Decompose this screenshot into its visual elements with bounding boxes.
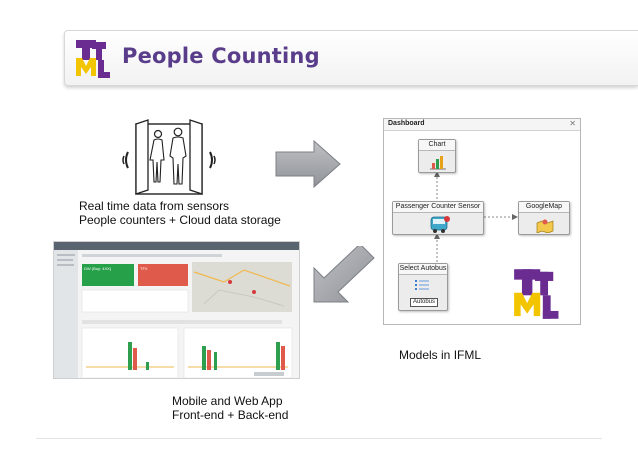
caption-sensors-line2: People counters + Cloud data storage	[79, 213, 281, 227]
chart-node-label: Chart	[419, 140, 455, 151]
tile-green-label: DW (Buy: 4XX)	[84, 266, 112, 271]
passenger-counter-sensor-node[interactable]: Passenger Counter Sensor	[392, 201, 484, 235]
sensor-node-label: Passenger Counter Sensor	[393, 202, 483, 213]
select-autobus-node[interactable]: Select Autobus Autobus	[398, 263, 448, 311]
webapp-screenshot: DW (Buy: 4XX) TFX	[53, 241, 300, 379]
arrow-right-icon	[275, 139, 341, 189]
map-node-label: GoogleMap	[519, 202, 569, 213]
map-icon	[536, 219, 554, 233]
chart-node[interactable]: Chart	[418, 139, 456, 173]
list-icon	[415, 280, 429, 290]
autobus-item[interactable]: Autobus	[410, 298, 438, 307]
dashboard-header: Dashboard ✕	[384, 119, 580, 131]
ifml-logo-large-icon	[514, 269, 559, 319]
tile-red-label: TFX	[140, 266, 148, 271]
page-title: People Counting	[122, 44, 320, 68]
webapp-mockup-graphic	[54, 242, 299, 378]
caption-app-line1: Mobile and Web App	[172, 394, 283, 408]
close-icon[interactable]: ✕	[569, 119, 576, 128]
caption-models: Models in IFML	[399, 348, 482, 362]
caption-app-line2: Front-end + Back-end	[172, 408, 289, 422]
dashboard-title: Dashboard	[388, 120, 425, 127]
caption-sensors-line1: Real time data from sensors	[79, 199, 230, 213]
bar-chart-icon	[430, 156, 446, 170]
bus-icon	[430, 216, 450, 233]
googlemap-node[interactable]: GoogleMap	[518, 201, 570, 235]
title-bar	[64, 30, 638, 86]
dashboard-connectors	[434, 171, 518, 262]
footer-divider	[36, 438, 602, 439]
select-node-label: Select Autobus	[399, 264, 447, 275]
ifml-logo-icon	[76, 40, 110, 78]
arrow-down-left-icon	[313, 246, 375, 303]
door-people-icon	[122, 119, 216, 195]
